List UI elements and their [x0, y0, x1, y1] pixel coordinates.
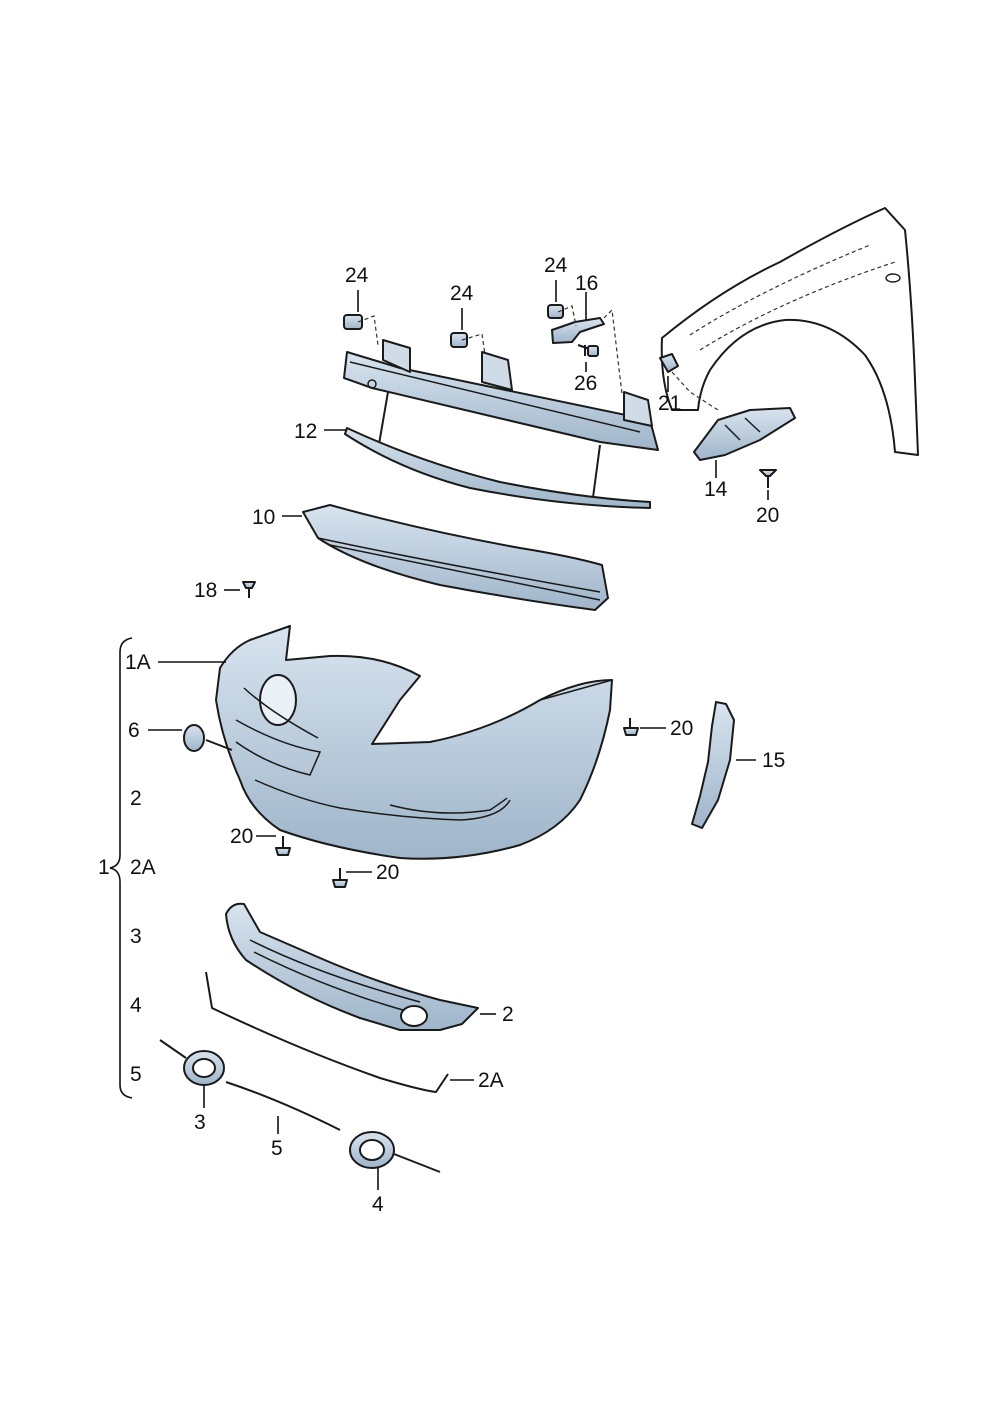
- label-20-bottom: 20: [376, 861, 399, 884]
- clip-21: [659, 353, 679, 373]
- label-20-left: 20: [230, 825, 253, 848]
- label-21: 21: [658, 392, 681, 415]
- label-4-bezel: 4: [372, 1193, 384, 1216]
- label-24c: 24: [544, 254, 568, 277]
- nut-24c: [547, 304, 564, 319]
- kit-item-3: 3: [130, 925, 142, 948]
- fit-line-16: [603, 308, 623, 395]
- kit-item-2A: 2A: [130, 856, 156, 879]
- label-kit-1: 1: [98, 856, 110, 879]
- label-10: 10: [252, 506, 275, 529]
- kit-brace: [109, 637, 133, 1099]
- energy-absorber-10: [302, 504, 609, 611]
- fog-bezel-3: [159, 1039, 225, 1086]
- label-26: 26: [574, 372, 597, 395]
- nut-24a: [343, 314, 363, 330]
- trim-strip-2A: [205, 971, 449, 1093]
- label-12: 12: [294, 420, 317, 443]
- label-20-clip: 20: [756, 504, 779, 527]
- kit-item-4: 4: [130, 994, 142, 1017]
- tow-eye-cap-6: [183, 724, 233, 752]
- label-1A: 1A: [125, 651, 151, 674]
- kit-item-2: 2: [130, 787, 142, 810]
- label-6: 6: [128, 719, 140, 742]
- fit-line-24a: [357, 315, 379, 346]
- impact-bar-12: [343, 339, 659, 509]
- bracket-14: [693, 407, 796, 461]
- lower-grille-2: [225, 902, 479, 1031]
- fit-line-21: [671, 371, 719, 411]
- nut-24b: [450, 332, 468, 348]
- screw-20-bracket: [759, 469, 777, 488]
- fog-bezel-4: [349, 1131, 441, 1173]
- label-24b: 24: [450, 282, 474, 305]
- trim-strip-5: [225, 1081, 341, 1131]
- bracket-16: [551, 317, 605, 344]
- label-5-strip: 5: [271, 1137, 283, 1160]
- fender: [660, 207, 919, 456]
- label-14: 14: [704, 478, 728, 501]
- label-16: 16: [575, 272, 598, 295]
- side-bracket-15: [691, 701, 735, 829]
- label-18: 18: [194, 579, 217, 602]
- label-2-grille: 2: [502, 1003, 514, 1026]
- bolt-26: [577, 344, 599, 357]
- fit-line-24c: [557, 305, 577, 327]
- screw-18: [242, 581, 256, 598]
- label-20-right: 20: [670, 717, 693, 740]
- screw-20-bottom: [332, 868, 348, 888]
- label-15: 15: [762, 749, 785, 772]
- label-3-bezel: 3: [194, 1111, 206, 1134]
- bumper-cover: [215, 625, 613, 860]
- screw-20-left: [275, 836, 291, 856]
- kit-item-5: 5: [130, 1063, 142, 1086]
- screw-20-right: [623, 718, 639, 736]
- label-24a: 24: [345, 264, 369, 287]
- label-2A-strip: 2A: [478, 1069, 504, 1092]
